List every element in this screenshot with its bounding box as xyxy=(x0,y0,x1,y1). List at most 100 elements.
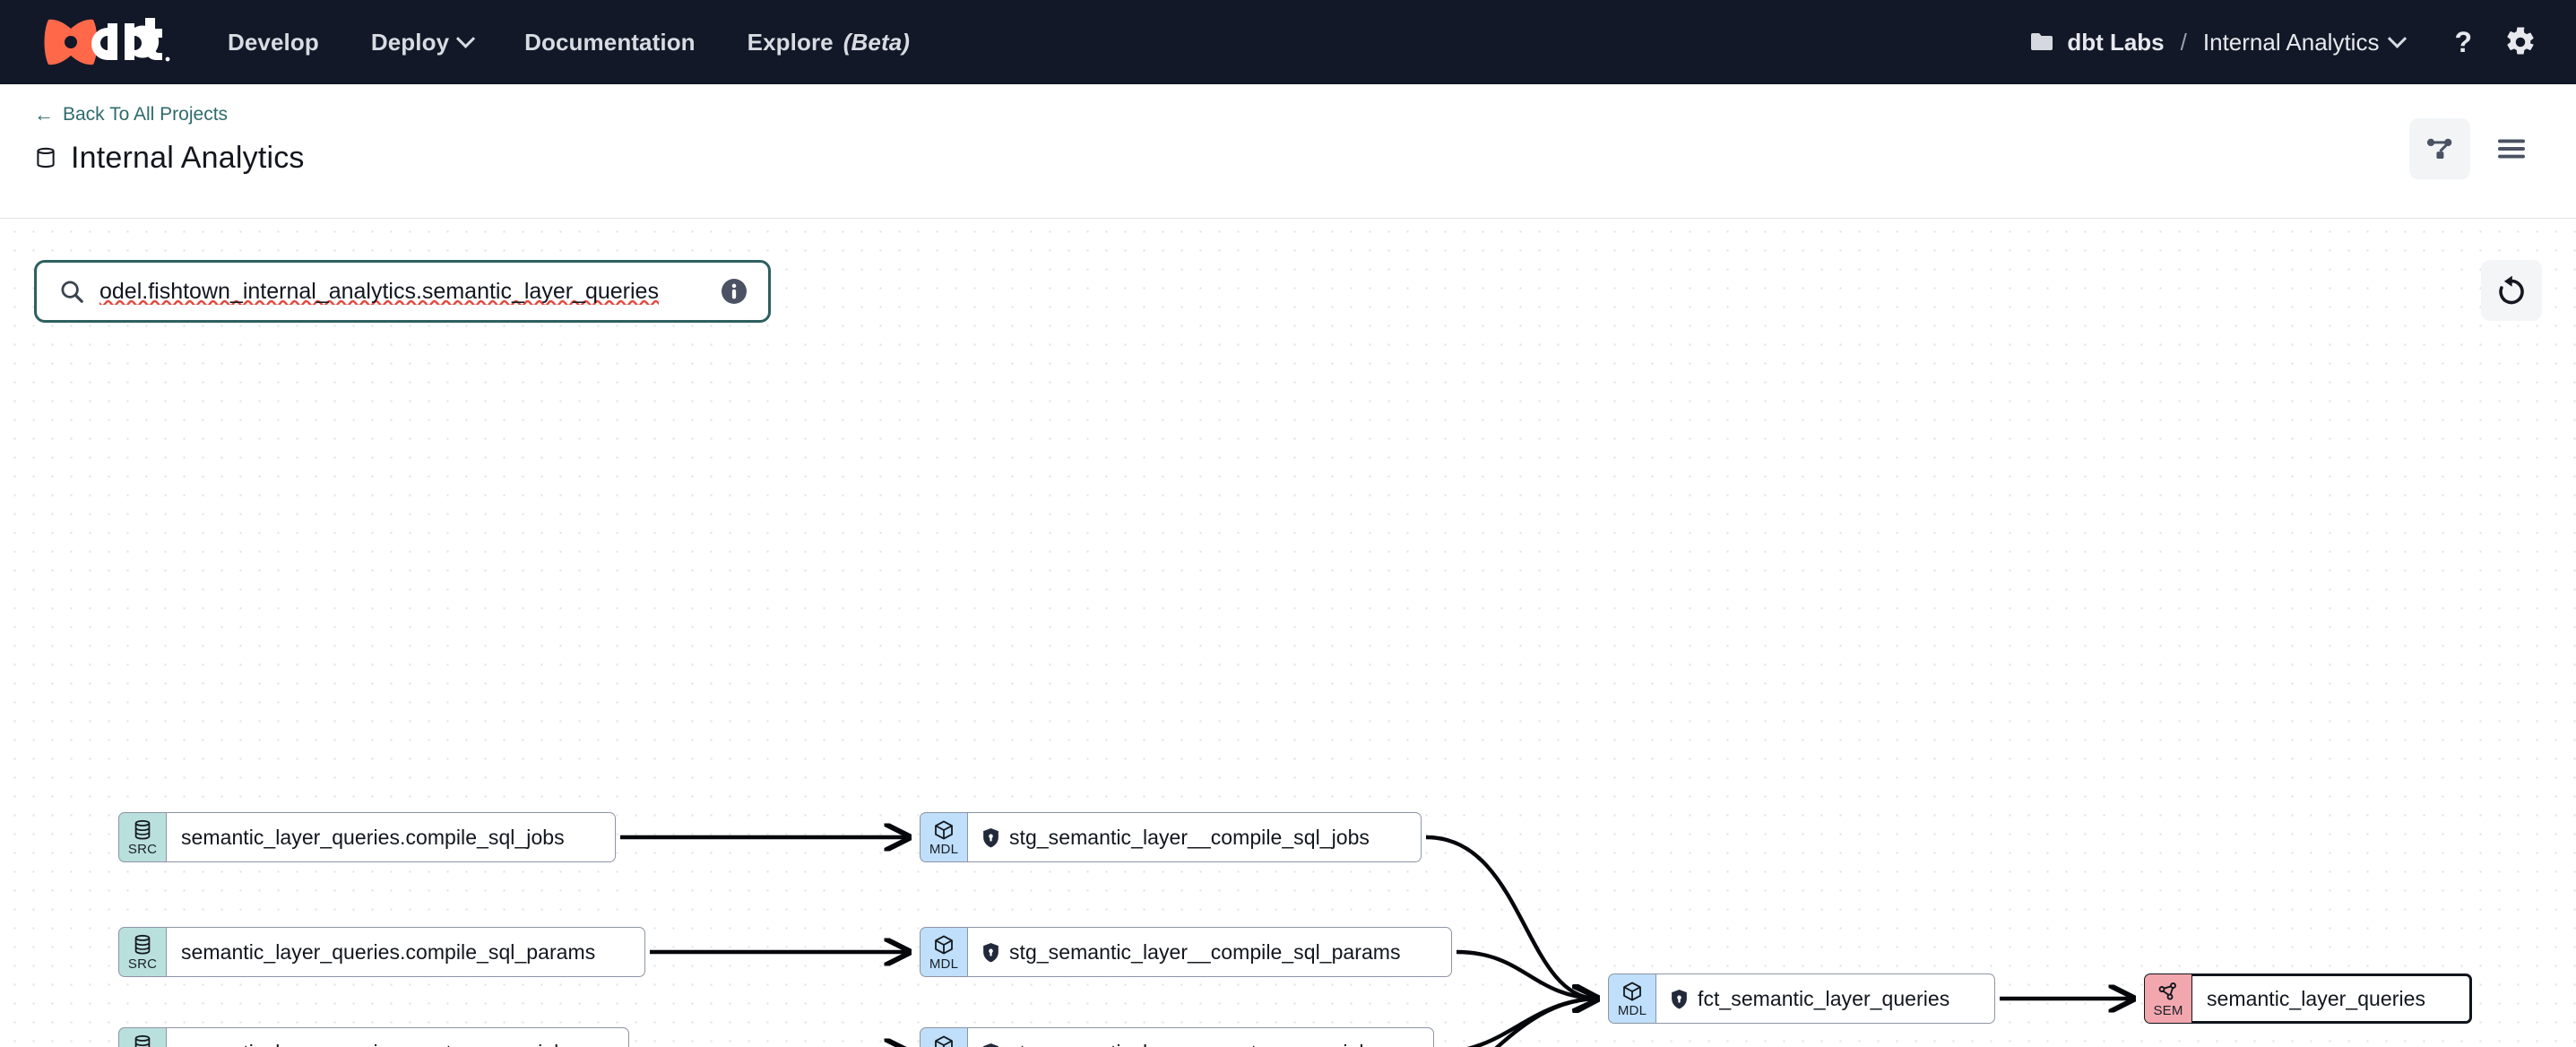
project-breadcrumb[interactable]: Internal Analytics xyxy=(2202,28,2407,56)
primary-nav-links: Develop Deploy Documentation Explore (Be… xyxy=(228,29,910,56)
graph-node-src2[interactable]: SRC semantic_layer_queries.compile_sql_p… xyxy=(118,927,645,977)
graph-node-mdl1[interactable]: MDL stg_semantic_layer__compile_sql_jobs xyxy=(920,812,1422,862)
node-type-badge-src: SRC xyxy=(118,927,167,977)
lineage-edges xyxy=(620,219,2576,1047)
node-type-badge-label: MDL xyxy=(1617,1002,1647,1018)
edge-mdl3-fct xyxy=(1466,999,1597,1047)
subheader-action-buttons xyxy=(2409,118,2542,179)
breadcrumb-separator: / xyxy=(2180,28,2187,56)
lineage-graph: SRC semantic_layer_queries.compile_sql_j… xyxy=(0,219,2576,1047)
node-type-badge-label: MDL xyxy=(929,956,959,972)
project-breadcrumb-label: Internal Analytics xyxy=(2202,28,2380,56)
database-cylinder-icon xyxy=(133,934,152,956)
node-label: semantic_layer_queries.compile_sql_param… xyxy=(181,939,596,964)
semantic-graph-icon xyxy=(2157,981,2179,1002)
node-label: semantic_layer_queries.compile_sql_jobs xyxy=(181,825,565,849)
lineage-graph-icon xyxy=(2426,138,2452,160)
cube-icon xyxy=(933,1034,955,1047)
node-type-badge-src: SRC xyxy=(118,1027,167,1047)
nav-link-develop[interactable]: Develop xyxy=(228,29,319,56)
shield-lock-icon xyxy=(982,1043,999,1047)
dbt-logo-icon xyxy=(44,18,170,65)
cube-icon xyxy=(933,819,955,841)
nav-link-deploy-label: Deploy xyxy=(370,28,450,56)
graph-node-fct[interactable]: MDL fct_semantic_layer_queries xyxy=(1608,973,1995,1024)
reset-view-button[interactable] xyxy=(2481,260,2542,321)
node-type-badge-label: MDL xyxy=(929,841,959,857)
node-body[interactable]: stg_semantic_layer__compile_sql_params xyxy=(968,927,1452,977)
node-label: stg_semantic_layer__compile_sql_params xyxy=(1009,939,1401,964)
node-type-badge-label: SEM xyxy=(2153,1002,2183,1018)
node-body[interactable]: semantic_layer_queries.compile_sql_param… xyxy=(167,927,645,977)
cube-icon xyxy=(1621,981,1643,1002)
gear-icon[interactable] xyxy=(2504,26,2537,58)
graph-node-src3[interactable]: SRC semantic_layer_queries.create_query_… xyxy=(118,1027,629,1047)
search-bar[interactable] xyxy=(34,260,771,323)
info-icon-glyph xyxy=(722,279,747,304)
node-body[interactable]: semantic_layer_queries.compile_sql_jobs xyxy=(167,812,616,862)
node-type-badge-mdl: MDL xyxy=(920,812,968,862)
dbt-logo[interactable] xyxy=(39,14,172,70)
graph-node-src1[interactable]: SRC semantic_layer_queries.compile_sql_j… xyxy=(118,812,616,862)
hamburger-menu-icon xyxy=(2498,139,2525,159)
node-type-badge-mdl: MDL xyxy=(920,927,968,977)
org-breadcrumb-label: dbt Labs xyxy=(2067,28,2165,56)
nav-link-explore-beta-tag: (Beta) xyxy=(843,28,911,56)
node-body[interactable]: semantic_layer_queries xyxy=(2192,973,2472,1024)
lineage-canvas[interactable]: SRC semantic_layer_queries.compile_sql_j… xyxy=(0,219,2576,1047)
project-subheader: ← Back To All Projects Internal Analytic… xyxy=(0,84,2576,219)
database-cylinder-icon xyxy=(133,1034,152,1047)
page-title: Internal Analytics xyxy=(71,141,305,175)
node-label: semantic_layer_queries.create_query_jobs xyxy=(181,1041,576,1047)
info-icon[interactable] xyxy=(720,277,748,306)
graph-node-mdl2[interactable]: MDL stg_semantic_layer__compile_sql_para… xyxy=(920,927,1452,977)
graph-node-sem-selected[interactable]: SEM semantic_layer_queries xyxy=(2144,973,2472,1024)
nav-link-documentation[interactable]: Documentation xyxy=(524,29,696,56)
top-navigation-bar: Develop Deploy Documentation Explore (Be… xyxy=(0,0,2576,84)
edge-mdl4-fct xyxy=(1494,999,1597,1047)
shield-lock-icon xyxy=(982,827,999,848)
folder-icon xyxy=(2031,33,2053,50)
shield-lock-icon xyxy=(982,942,999,963)
nav-link-explore[interactable]: Explore (Beta) xyxy=(748,29,910,56)
node-type-badge-label: SRC xyxy=(127,956,158,972)
search-input[interactable] xyxy=(99,278,705,305)
chevron-down-icon xyxy=(2388,29,2407,48)
node-type-badge-src: SRC xyxy=(118,812,167,862)
graph-node-mdl3[interactable]: MDL stg_semantic_layer__create_query_job… xyxy=(920,1027,1434,1047)
reset-rotate-left-icon xyxy=(2499,275,2524,305)
node-type-badge-sem: SEM xyxy=(2144,973,2192,1024)
node-type-badge-mdl: MDL xyxy=(920,1027,968,1047)
node-body[interactable]: semantic_layer_queries.create_query_jobs xyxy=(167,1027,629,1047)
chevron-down-icon xyxy=(456,29,476,48)
database-cylinder-icon xyxy=(133,819,152,841)
node-type-badge-mdl: MDL xyxy=(1608,973,1656,1024)
node-label: fct_semantic_layer_queries xyxy=(1698,986,1950,1010)
back-arrow-icon: ← xyxy=(34,103,54,125)
nav-link-documentation-label: Documentation xyxy=(524,28,696,56)
nav-link-develop-label: Develop xyxy=(228,28,319,56)
database-icon xyxy=(37,147,55,168)
lineage-graph-button[interactable] xyxy=(2409,118,2470,179)
shield-lock-icon xyxy=(1671,989,1688,1009)
gear-icon-glyph xyxy=(2507,27,2534,55)
hamburger-menu-button[interactable] xyxy=(2481,118,2542,179)
help-icon[interactable]: ? xyxy=(2454,28,2472,56)
node-body[interactable]: stg_semantic_layer__compile_sql_jobs xyxy=(968,812,1422,862)
back-to-all-projects-label: Back To All Projects xyxy=(63,104,229,125)
node-body[interactable]: fct_semantic_layer_queries xyxy=(1656,973,1995,1024)
project-title-row: Internal Analytics xyxy=(34,141,2537,176)
nav-link-deploy[interactable]: Deploy xyxy=(370,28,476,56)
back-to-all-projects-link[interactable]: ← Back To All Projects xyxy=(34,104,228,125)
nav-link-explore-label: Explore xyxy=(747,28,834,56)
node-label: stg_semantic_layer__compile_sql_jobs xyxy=(1009,825,1370,849)
edge-mdl1-fct xyxy=(1425,835,1597,999)
node-body[interactable]: stg_semantic_layer__create_query_jobs xyxy=(968,1027,1434,1047)
node-type-badge-label: SRC xyxy=(127,841,158,857)
org-breadcrumb[interactable]: dbt Labs xyxy=(2029,28,2165,56)
search-icon xyxy=(61,281,83,303)
cube-icon xyxy=(933,934,955,956)
node-label: semantic_layer_queries xyxy=(2207,986,2426,1010)
nav-right-cluster: dbt Labs / Internal Analytics ? xyxy=(2029,26,2537,58)
node-label: stg_semantic_layer__create_query_jobs xyxy=(1009,1041,1381,1047)
